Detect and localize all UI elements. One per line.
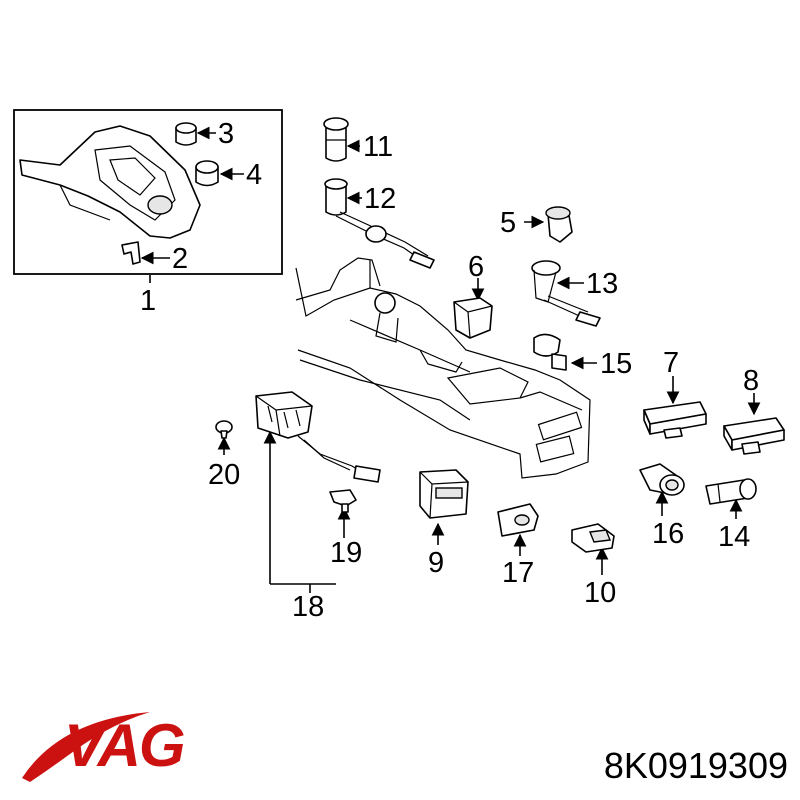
center-console xyxy=(295,257,591,479)
callout-5: 5 xyxy=(500,207,516,239)
part-5-socket xyxy=(545,206,573,243)
callout-6: 6 xyxy=(468,251,484,283)
callout-14: 14 xyxy=(718,521,750,553)
callout-labels: 1 2 3 4 5 6 7 8 9 10 11 12 13 14 15 16 1… xyxy=(140,118,759,623)
callout-1: 1 xyxy=(140,285,156,317)
callout-4: 4 xyxy=(246,159,262,191)
leader-lines xyxy=(140,126,761,593)
part-17-cover xyxy=(497,503,539,537)
part-7-switch-module xyxy=(643,401,707,439)
part-12-socket-harness xyxy=(324,178,435,269)
callout-3: 3 xyxy=(218,118,234,150)
part-19-bracket xyxy=(329,489,357,513)
callout-8: 8 xyxy=(743,365,759,397)
part-number: 8K0919309 xyxy=(604,745,788,786)
vag-logo-text: VAG xyxy=(64,712,184,779)
callout-12: 12 xyxy=(364,183,396,215)
callout-16: 16 xyxy=(652,518,684,550)
callout-15: 15 xyxy=(600,348,632,380)
callout-19: 19 xyxy=(330,537,362,569)
part-13-socket-lead xyxy=(531,260,601,327)
callout-13: 13 xyxy=(586,268,618,300)
part-2-clip xyxy=(121,241,141,265)
part-4-cap xyxy=(195,160,219,187)
part-9-switch xyxy=(419,469,469,519)
part-8-switch-module xyxy=(723,417,785,455)
callout-7: 7 xyxy=(663,347,679,379)
part-16-socket xyxy=(639,463,685,496)
vag-logo: VAG xyxy=(22,712,186,782)
callout-11: 11 xyxy=(363,131,393,163)
part-18-module-harness xyxy=(255,391,381,483)
callout-10: 10 xyxy=(584,577,616,609)
part-20-screw xyxy=(215,420,233,439)
part-15-socket-connector xyxy=(533,333,567,371)
part-10-switch xyxy=(571,523,615,553)
shifter-trim-panel xyxy=(19,125,201,239)
inset-box xyxy=(13,109,283,275)
callout-9: 9 xyxy=(428,547,444,579)
callout-20: 20 xyxy=(208,459,240,491)
part-11-lighter-insert xyxy=(323,117,349,162)
callout-2: 2 xyxy=(172,243,188,275)
part-3-cap xyxy=(175,122,197,146)
callout-17: 17 xyxy=(502,557,534,589)
part-6-switch xyxy=(453,297,493,339)
part-14-sleeve xyxy=(705,478,757,505)
callout-18: 18 xyxy=(292,591,324,623)
